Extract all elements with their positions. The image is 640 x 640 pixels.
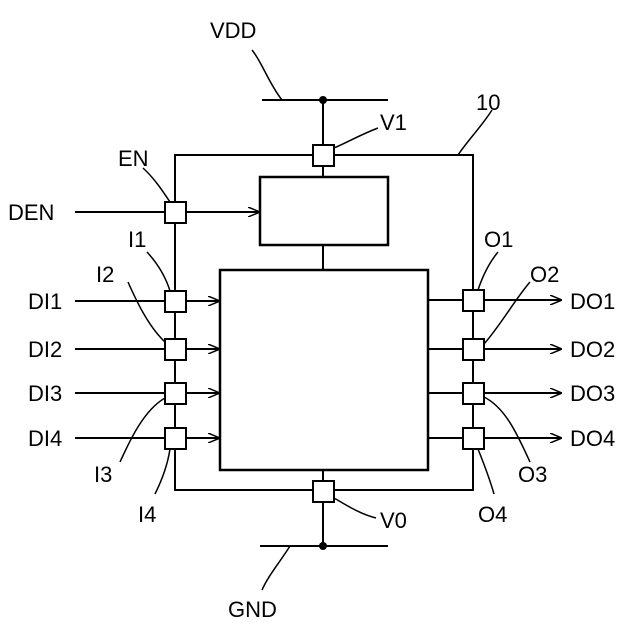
pad-o2 — [463, 339, 484, 360]
label-gnd: GND — [228, 597, 277, 622]
pad-i1 — [165, 291, 186, 312]
label-o2: O2 — [530, 262, 559, 287]
label-di3: DI3 — [28, 381, 62, 406]
leader-gnd — [262, 546, 290, 590]
leader-i3 — [120, 398, 165, 462]
pad-o1 — [463, 290, 484, 311]
leader-vdd — [252, 50, 282, 100]
label-i3: I3 — [94, 462, 112, 487]
leader-o4 — [478, 449, 494, 494]
label-o1: O1 — [484, 227, 513, 252]
pad-v1 — [313, 145, 334, 166]
label-den: DEN — [8, 200, 54, 225]
leader-o3 — [484, 397, 530, 462]
leader-o1 — [478, 252, 498, 290]
leader-en — [143, 168, 170, 202]
leader-v1 — [334, 128, 378, 148]
label-o3: O3 — [518, 462, 547, 487]
pad-o4 — [463, 428, 484, 449]
label-di2: DI2 — [28, 337, 62, 362]
label-i2: I2 — [96, 262, 114, 287]
leader-v0 — [334, 498, 376, 518]
pad-en — [165, 202, 186, 223]
leader-i1 — [147, 252, 170, 291]
label-v1: V1 — [380, 110, 407, 135]
label-do2: DO2 — [570, 337, 615, 362]
label-ref-10: 10 — [476, 90, 500, 115]
leader-i4 — [155, 449, 170, 494]
label-do3: DO3 — [570, 381, 615, 406]
core-block — [220, 270, 428, 470]
pad-v0 — [313, 481, 334, 502]
pad-i2 — [165, 339, 186, 360]
label-di1: DI1 — [28, 289, 62, 314]
label-di4: DI4 — [28, 426, 62, 451]
label-o4: O4 — [478, 502, 507, 527]
label-do1: DO1 — [570, 289, 615, 314]
label-i1: I1 — [128, 227, 146, 252]
leader-10 — [458, 110, 492, 155]
label-do4: DO4 — [570, 426, 615, 451]
pad-o3 — [463, 383, 484, 404]
label-vdd: VDD — [210, 18, 256, 43]
label-i4: I4 — [138, 502, 156, 527]
label-en: EN — [118, 146, 149, 171]
leader-i2 — [128, 282, 165, 342]
label-v0: V0 — [380, 508, 407, 533]
control-block — [260, 177, 388, 245]
pad-i4 — [165, 428, 186, 449]
leader-o2 — [484, 282, 530, 344]
pad-i3 — [165, 383, 186, 404]
